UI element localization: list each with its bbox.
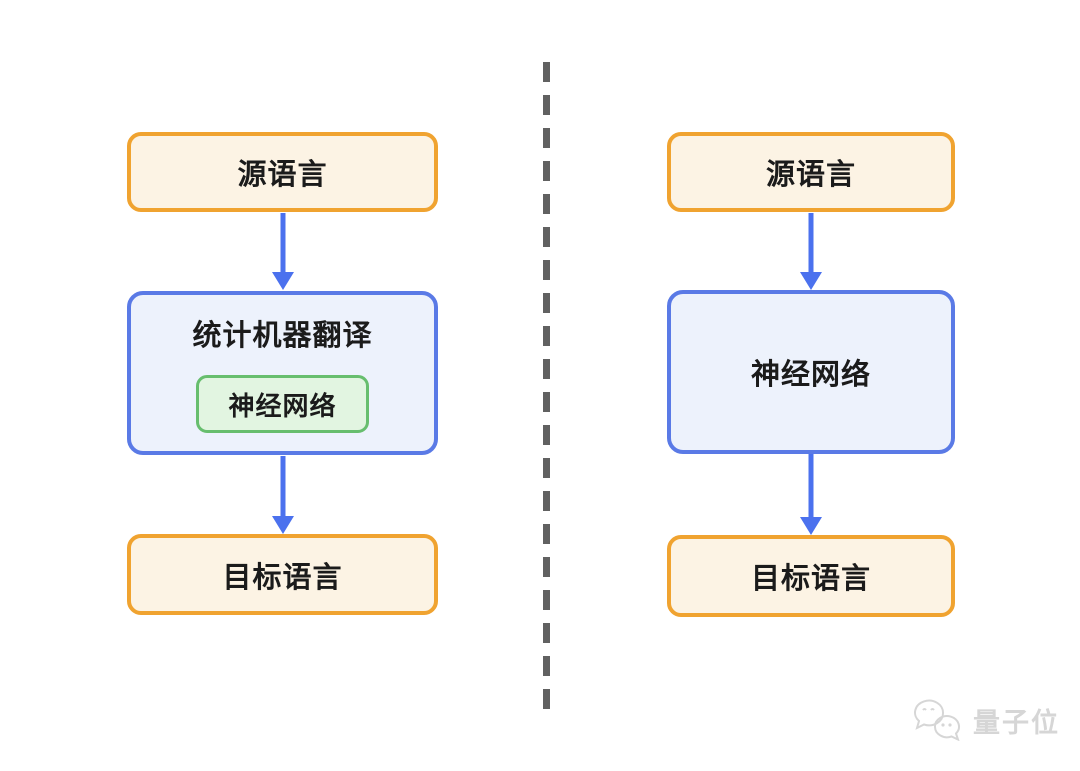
wechat-logo-icon (914, 699, 960, 741)
target-language-node-left: 目标语言 (127, 534, 438, 615)
arrow-down-icon (800, 454, 822, 535)
target-language-node-right: 目标语言 (667, 535, 955, 617)
target-language-label-right: 目标语言 (750, 563, 871, 595)
statistical-mt-label: 统计机器翻译 (192, 320, 373, 352)
statistical-mt-node: 统计机器翻译 神经网络 (127, 291, 438, 455)
arrow-down-icon (272, 213, 294, 290)
neural-network-label: 神经网络 (750, 359, 871, 391)
arrow-down-icon (272, 456, 294, 534)
source-language-node-right: 源语言 (667, 132, 955, 212)
source-language-label-right: 源语言 (765, 159, 856, 191)
arrow-down-icon (800, 213, 822, 290)
neural-network-inner-node: 神经网络 (196, 375, 369, 433)
source-language-node-left: 源语言 (127, 132, 438, 212)
neural-network-node: 神经网络 (667, 290, 955, 454)
neural-network-inner-label: 神经网络 (228, 390, 337, 421)
vertical-dashed-divider (543, 62, 550, 718)
target-language-label-left: 目标语言 (222, 561, 343, 594)
watermark-text: 量子位 (973, 707, 1060, 738)
qbitai-watermark: 量子位 (913, 699, 1060, 741)
source-language-label-left: 源语言 (237, 159, 328, 191)
